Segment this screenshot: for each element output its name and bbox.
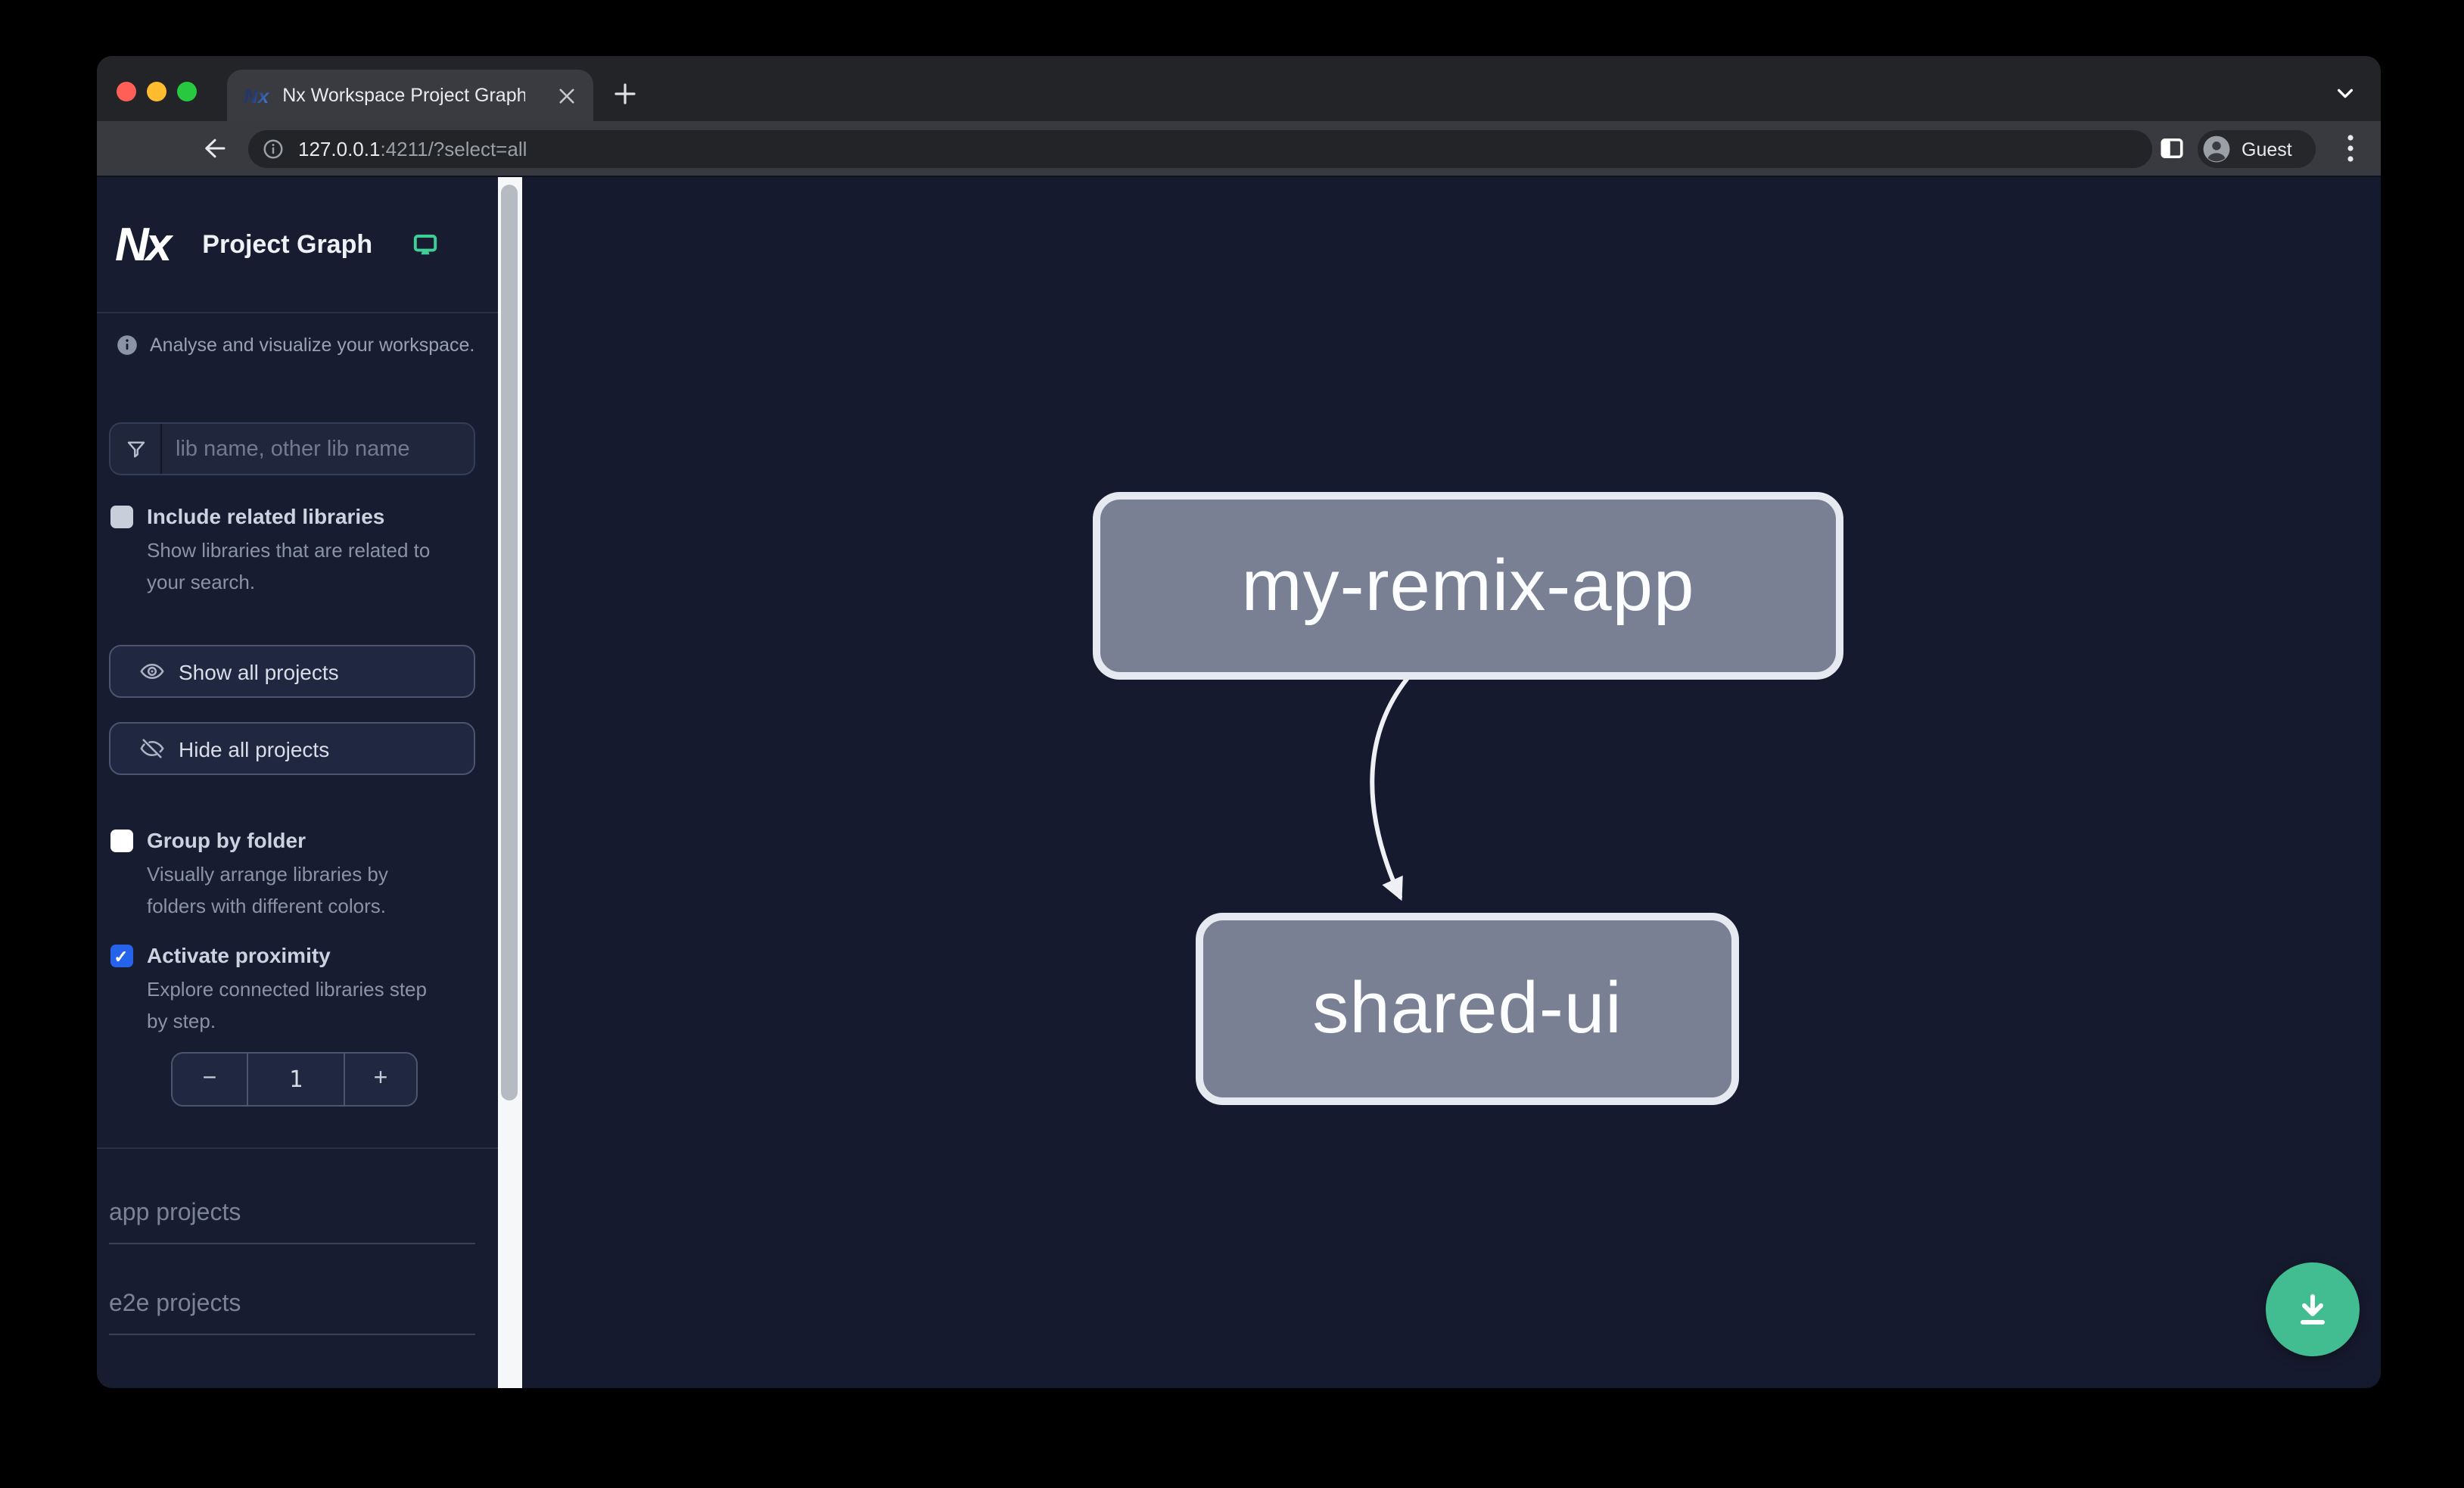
avatar-icon <box>2203 135 2230 163</box>
option-label: Activate proximity <box>147 943 331 967</box>
search-box <box>109 422 475 475</box>
node-my-remix-app[interactable]: my-remix-app <box>1093 492 1843 680</box>
close-window-button[interactable] <box>116 81 135 101</box>
url-text: 127.0.0.1:4211/?select=all <box>298 138 527 160</box>
sidebar: Nx Project Graph Analyse and visualize y… <box>97 177 498 1388</box>
zoom-window-button[interactable] <box>176 81 196 101</box>
option-include-related-libraries: Include related libraries Show libraries… <box>110 503 486 598</box>
monitor-icon[interactable] <box>412 232 439 259</box>
option-label: Include related libraries <box>147 504 385 528</box>
stepper-value: 1 <box>248 1054 345 1105</box>
stepper-decrement-button[interactable]: − <box>173 1054 248 1105</box>
tab-strip: Nx Nx Workspace Project Graph <box>97 56 2381 121</box>
tab-title: Nx Workspace Project Graph <box>282 85 525 106</box>
profile-name: Guest <box>2242 139 2292 160</box>
sidebar-scrollbar[interactable] <box>498 177 521 1388</box>
section-e2e-projects[interactable]: e2e projects <box>109 1288 475 1335</box>
proximity-stepper: − 1 + <box>171 1052 418 1107</box>
url-host: 127.0.0.1 <box>298 138 381 160</box>
checkbox-activate-proximity[interactable] <box>110 945 133 967</box>
divider <box>97 312 498 313</box>
option-group-by-folder: Group by folder Visually arrange librari… <box>110 826 486 922</box>
tagline-row: Analyse and visualize your workspace. <box>117 330 474 360</box>
divider <box>97 1147 498 1149</box>
hide-all-projects-button[interactable]: Hide all projects <box>109 722 475 775</box>
filter-icon <box>110 424 162 474</box>
nx-favicon-icon: Nx <box>244 84 269 107</box>
button-label: Hide all projects <box>179 736 330 761</box>
browser-window: Nx Nx Workspace Project Graph <box>97 56 2381 1388</box>
tab-nx-workspace-project-graph[interactable]: Nx Nx Workspace Project Graph <box>227 70 593 121</box>
tab-search-chevron-icon[interactable] <box>2329 77 2360 107</box>
download-icon <box>2301 1294 2325 1325</box>
button-label: Show all projects <box>179 659 339 683</box>
info-icon <box>117 335 137 355</box>
profile-button[interactable]: Guest <box>2198 130 2316 168</box>
back-icon[interactable] <box>200 133 230 163</box>
url-path: :4211/?select=all <box>380 138 527 160</box>
download-graph-button[interactable] <box>2266 1262 2360 1356</box>
nx-logo: Nx <box>115 218 172 271</box>
option-description: Show libraries that are related to your … <box>147 539 431 593</box>
page-content: Nx Project Graph Analyse and visualize y… <box>97 176 2381 1388</box>
edge-layer <box>1369 677 1408 901</box>
site-info-icon[interactable] <box>262 138 285 160</box>
stepper-increment-button[interactable]: + <box>373 1066 388 1091</box>
browser-menu-icon[interactable] <box>2338 132 2363 165</box>
brand-row: Nx Project Graph <box>115 210 439 280</box>
tab-close-icon[interactable] <box>554 83 578 107</box>
node-shared-ui[interactable]: shared-ui <box>1196 913 1739 1105</box>
option-label: Group by folder <box>147 828 306 852</box>
eye-off-icon <box>140 739 164 758</box>
checkbox-group-by-folder[interactable] <box>110 830 133 852</box>
section-app-projects[interactable]: app projects <box>109 1197 475 1244</box>
eye-icon <box>140 663 164 680</box>
checkbox-include-related-libraries[interactable] <box>110 506 133 528</box>
browser-toolbar: 127.0.0.1:4211/?select=all Guest <box>97 121 2381 176</box>
new-tab-button[interactable] <box>608 77 642 111</box>
show-all-projects-button[interactable]: Show all projects <box>109 645 475 698</box>
option-description: Explore connected libraries step by step… <box>147 978 427 1032</box>
page-title: Project Graph <box>202 230 373 259</box>
tagline-text: Analyse and visualize your workspace. <box>150 335 475 356</box>
graph-canvas[interactable]: my-remix-app shared-ui <box>521 177 2381 1388</box>
graph-edge[interactable] <box>1369 677 1408 901</box>
minimize-window-button[interactable] <box>146 81 166 101</box>
option-activate-proximity: Activate proximity Explore connected lib… <box>110 942 486 1037</box>
search-input[interactable] <box>162 437 474 461</box>
side-panel-icon[interactable] <box>2158 135 2186 162</box>
address-bar[interactable]: 127.0.0.1:4211/?select=all <box>248 130 2152 168</box>
scrollbar-thumb[interactable] <box>501 185 518 1100</box>
option-description: Visually arrange libraries by folders wi… <box>147 863 388 917</box>
